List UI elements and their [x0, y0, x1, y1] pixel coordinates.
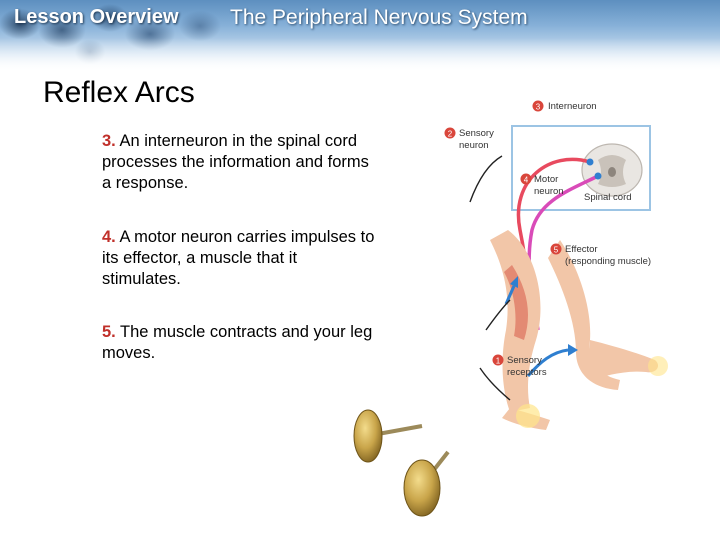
label-interneuron: 3 Interneuron [532, 100, 597, 112]
svg-text:1: 1 [496, 357, 501, 366]
label-effector: 5 Effector (responding muscle) [550, 243, 651, 267]
label-sensory-receptors: 1 Sensory receptors [492, 354, 547, 378]
svg-text:neuron: neuron [459, 140, 489, 151]
step-body: An interneuron in the spinal cord proces… [102, 132, 369, 192]
step-body: A motor neuron carries impulses to its e… [102, 228, 375, 288]
step-number: 5. [102, 323, 116, 341]
svg-text:Sensory: Sensory [459, 128, 494, 139]
svg-text:Effector: Effector [565, 244, 598, 255]
svg-text:Interneuron: Interneuron [548, 101, 597, 112]
slide-heading: Reflex Arcs [43, 76, 195, 109]
header-banner: Lesson Overview The Peripheral Nervous S… [0, 0, 720, 72]
svg-text:Spinal cord: Spinal cord [584, 192, 632, 203]
label-spinal-cord: Spinal cord [584, 192, 632, 203]
svg-text:4: 4 [524, 176, 529, 185]
step-3-text: 3. An interneuron in the spinal cord pro… [102, 131, 377, 194]
svg-text:2: 2 [448, 130, 453, 139]
step-number: 4. [102, 228, 116, 246]
svg-text:(responding muscle): (responding muscle) [565, 256, 651, 267]
step-body: The muscle contracts and your leg moves. [102, 323, 373, 362]
svg-text:neuron: neuron [534, 186, 564, 197]
pointer-arrows [469, 155, 511, 401]
thigh-muscle [504, 265, 528, 340]
label-sensory-neuron: 2 Sensory neuron [444, 127, 494, 151]
step-5-text: 5. The muscle contracts and your leg mov… [102, 322, 377, 364]
label-motor-neuron: 4 Motor neuron [520, 173, 564, 197]
thumbtack-1 [353, 409, 423, 463]
svg-text:receptors: receptors [507, 367, 547, 378]
thumbtacks-image [353, 409, 450, 517]
spinal-cord-icon [581, 143, 643, 197]
step-number: 3. [102, 132, 116, 150]
svg-text:5: 5 [554, 246, 559, 255]
step-4-text: 4. A motor neuron carries impulses to it… [102, 227, 377, 290]
thumbtack-2 [403, 450, 450, 517]
motion-arrows [504, 276, 578, 377]
prick-glow [516, 404, 540, 428]
svg-text:Sensory: Sensory [507, 355, 542, 366]
svg-text:3: 3 [536, 103, 541, 112]
reflex-arc-illustration: 3 Interneuron 2 Sensory neuron 4 Motor n… [444, 100, 668, 430]
lesson-title: Lesson Overview [14, 6, 179, 28]
leg-illustration [490, 230, 659, 430]
section-title: The Peripheral Nervous System [230, 6, 528, 29]
svg-text:Motor: Motor [534, 174, 558, 185]
